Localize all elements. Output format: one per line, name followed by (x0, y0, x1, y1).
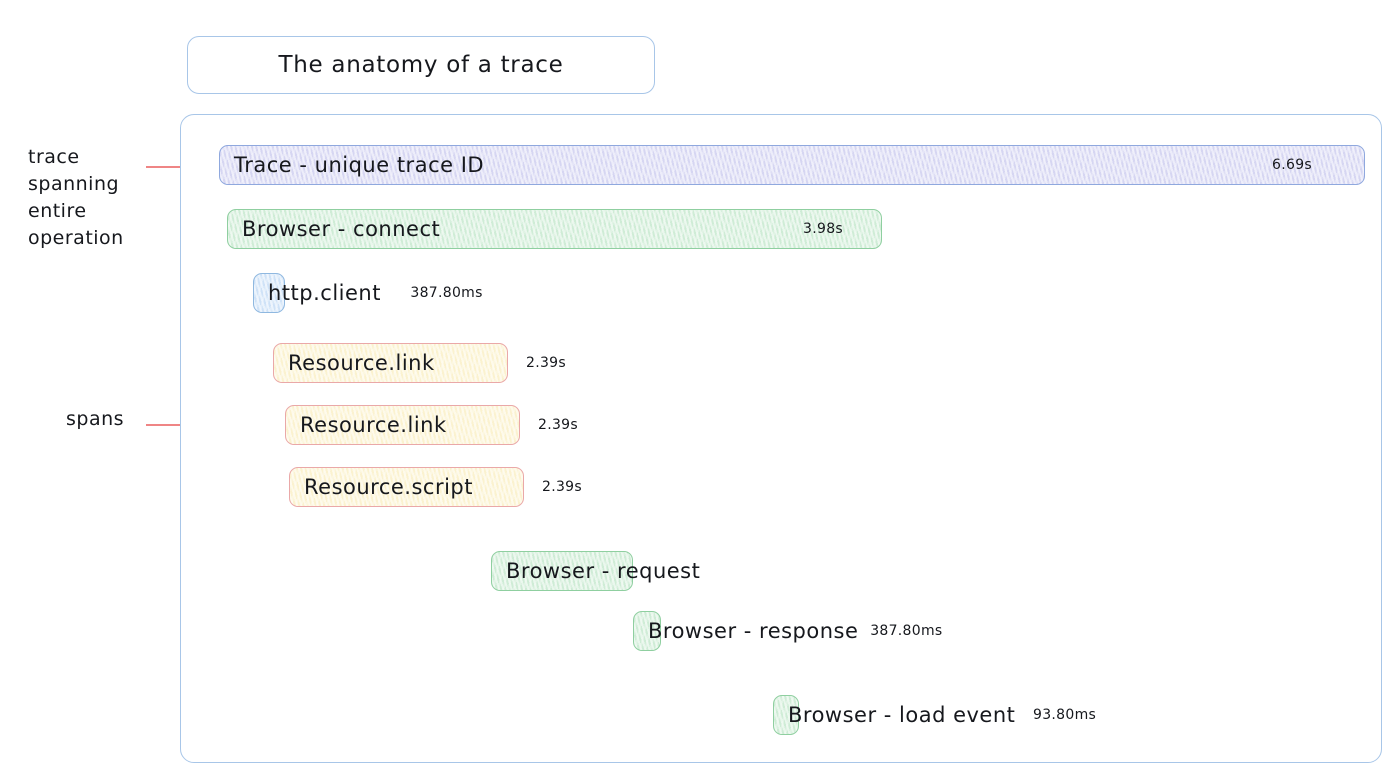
span-bar[interactable]: Browser - request (491, 551, 700, 591)
span-bar[interactable]: Browser - connect 3.98s (227, 209, 882, 249)
span-duration: 2.39s (538, 417, 578, 433)
span-row[interactable]: Resource.link 2.39s (181, 403, 1381, 447)
span-label: Resource.link (288, 351, 435, 375)
span-row[interactable]: Resource.script 2.39s (181, 465, 1381, 509)
span-bar[interactable]: http.client (253, 273, 380, 313)
spans-annotation-label: spans (66, 406, 124, 433)
span-label: Browser - request (506, 559, 701, 583)
span-duration: 387.80ms (410, 285, 483, 301)
span-duration: 3.98s (803, 221, 843, 237)
page-title: The anatomy of a trace (278, 52, 564, 78)
trace-bar[interactable]: Trace - unique trace ID 6.69s (219, 145, 1365, 185)
span-label: Browser - load event (788, 703, 1016, 727)
trace-annotation-label: trace spanning entire operation (28, 144, 124, 252)
span-label: Resource.script (304, 475, 473, 499)
span-bar[interactable]: Resource.script (289, 467, 524, 507)
annotation-line: operation (28, 226, 124, 249)
span-row[interactable]: Resource.link 2.39s (181, 341, 1381, 385)
annotation-line: entire (28, 199, 87, 222)
span-bar[interactable]: Browser - load event (773, 695, 1015, 735)
diagram-title-box: The anatomy of a trace (187, 36, 655, 94)
annotation-line: spanning (28, 172, 120, 195)
span-row[interactable]: Browser - connect 3.98s (181, 207, 1381, 251)
spans-bracket-arm (146, 424, 213, 426)
span-bar[interactable]: Resource.link (273, 343, 508, 383)
trace-label: Trace - unique trace ID (234, 153, 485, 177)
span-duration: 2.39s (542, 479, 582, 495)
trace-row[interactable]: Trace - unique trace ID 6.69s (181, 143, 1381, 187)
span-duration: 93.80ms (1033, 707, 1097, 723)
span-label: Resource.link (300, 413, 447, 437)
span-bar[interactable]: Browser - response (633, 611, 858, 651)
annotation-line: spans (66, 408, 125, 430)
span-row[interactable]: Browser - request (181, 549, 1381, 593)
span-duration: 2.39s (526, 355, 566, 371)
span-row[interactable]: Browser - response 387.80ms (181, 609, 1381, 653)
span-row[interactable]: Browser - load event 93.80ms (181, 693, 1381, 737)
span-duration: 387.80ms (870, 623, 943, 639)
annotation-line: trace (28, 146, 80, 168)
span-label: Browser - response (648, 619, 859, 643)
span-bar[interactable]: Resource.link (285, 405, 520, 445)
trace-bracket-arm (146, 166, 204, 168)
span-label: Browser - connect (242, 217, 441, 241)
span-label: http.client (268, 281, 381, 305)
span-row[interactable]: http.client 387.80ms (181, 271, 1381, 315)
span-duration: 6.69s (1272, 157, 1312, 173)
